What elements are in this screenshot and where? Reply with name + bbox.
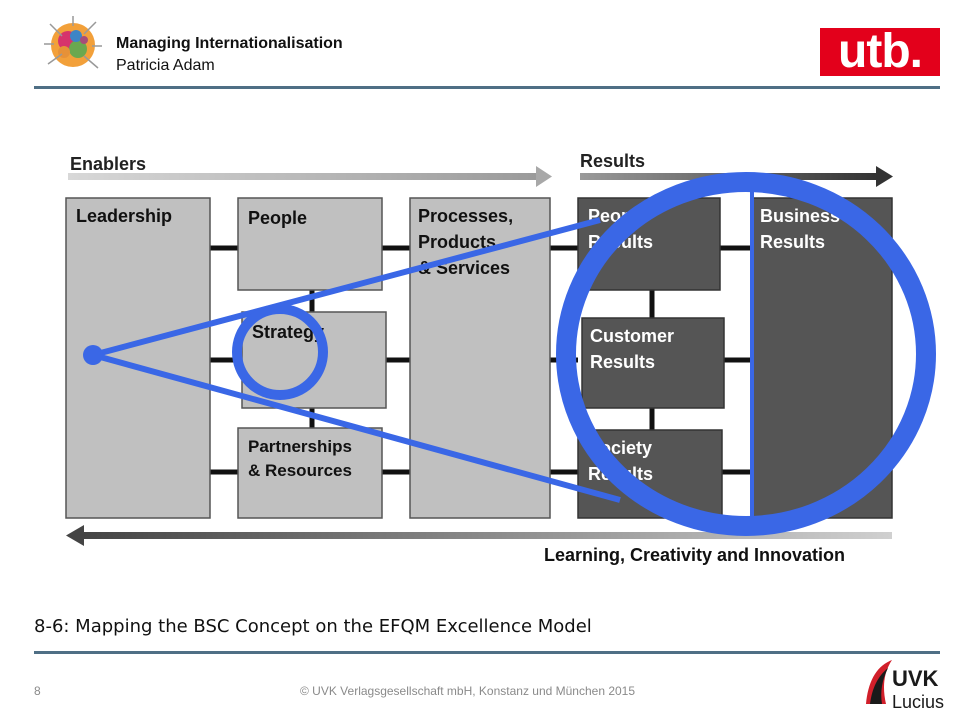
box-customer-results: Customer Results [581, 317, 725, 409]
svg-text:UVK: UVK [892, 666, 939, 691]
magnifier-small-circle [232, 304, 328, 400]
page-number: 8 [34, 684, 41, 698]
magnifier-large-circle [556, 172, 936, 536]
magnifier-lower-ray [92, 352, 621, 503]
learning-label: Learning, Creativity and Innovation [544, 545, 845, 565]
svg-text:Lucius: Lucius [892, 692, 944, 712]
magnifier-upper-ray [92, 217, 601, 358]
svg-text:Business Results: Business Results [760, 206, 845, 252]
box-business-results: Business Results [751, 197, 893, 519]
author-name: Patricia Adam [116, 57, 215, 74]
results-label: Results [580, 151, 645, 171]
magnifier-origin-dot [83, 345, 103, 365]
svg-text:Customer Results: Customer Results [590, 326, 679, 372]
svg-text:Leadership: Leadership [76, 206, 172, 226]
header-divider [34, 86, 940, 89]
box-partnerships-resources: Partnerships & Resources [237, 427, 383, 519]
svg-text:People: People [248, 208, 307, 228]
uvk-lucius-logo: UVK Lucius [866, 660, 944, 712]
presentation-title: Managing Internationalisation [116, 35, 343, 52]
book-logo-icon [44, 16, 102, 69]
utb-logo: utb. [820, 28, 940, 76]
enablers-label: Enablers [70, 154, 146, 174]
box-processes-products-services: Processes, Products & Services [409, 197, 551, 519]
learning-arrow [66, 525, 892, 546]
enablers-arrow [68, 166, 552, 187]
footer-divider [34, 651, 940, 654]
copyright-text: © UVK Verlagsgesellschaft mbH, Konstanz … [300, 684, 636, 698]
svg-text:Strategy: Strategy [252, 322, 324, 342]
bsc-magnifier-overlay [83, 172, 936, 536]
figure-caption: 8-6: Mapping the BSC Concept on the EFQM… [34, 616, 592, 637]
box-people: People [237, 197, 383, 291]
svg-text:Partnerships & Resources: Partnerships & Resources [248, 437, 357, 480]
